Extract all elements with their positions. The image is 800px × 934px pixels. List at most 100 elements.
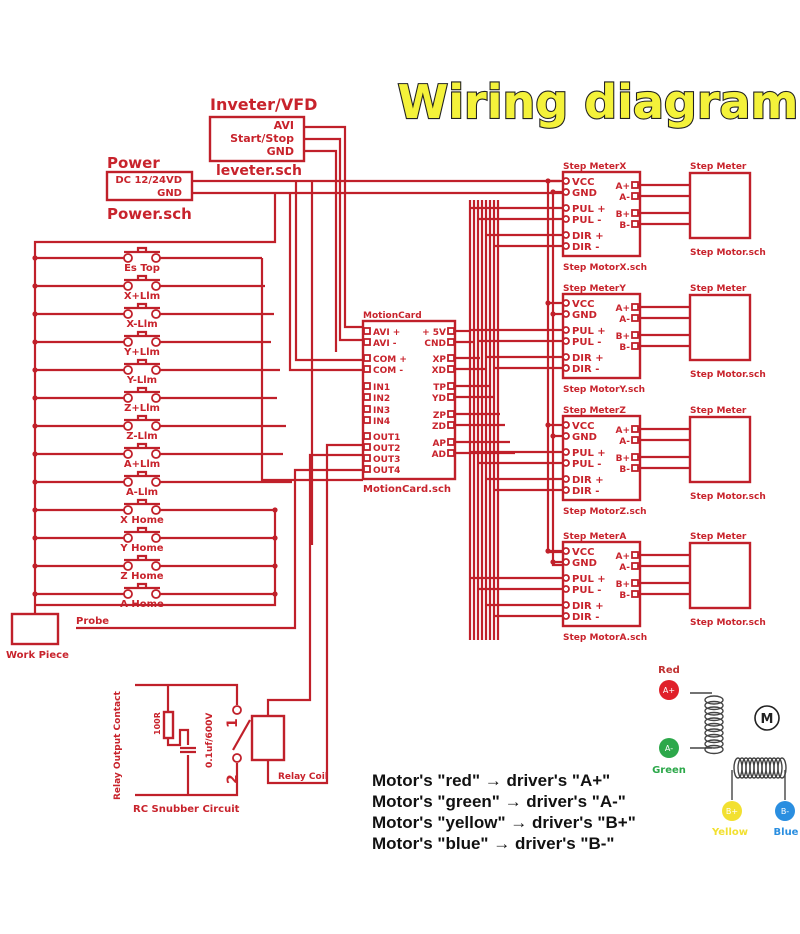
motor-heading: Step Meter bbox=[690, 532, 747, 542]
probe-label: Probe bbox=[76, 616, 109, 627]
legend-line: Motor's "red" → driver's "A+" bbox=[372, 771, 610, 790]
terminal-blue-dot bbox=[775, 801, 795, 821]
driver-left-pin-label: DIR - bbox=[572, 486, 599, 497]
driver-left-pin-label: PUL - bbox=[572, 459, 601, 470]
motion-card-left-pin-label: COM - bbox=[373, 366, 403, 376]
limit-switch: Y-Llm bbox=[32, 358, 161, 386]
motor-heading: Step Meter bbox=[690, 406, 747, 416]
terminal-green-pin: A- bbox=[665, 744, 673, 753]
motor-box bbox=[688, 415, 752, 484]
motor-file: Step Motor.sch bbox=[690, 248, 766, 258]
limit-switch: Z-Llm bbox=[32, 414, 161, 442]
contact-2-label: 2 bbox=[225, 774, 241, 784]
driver-file: Step MotorZ.sch bbox=[563, 507, 647, 517]
driver-left-pin-label: PUL + bbox=[572, 448, 606, 459]
driver-heading: Step MeterZ bbox=[563, 406, 626, 416]
motion-card-left-pin bbox=[363, 465, 371, 473]
driver-left-pin-label: VCC bbox=[572, 547, 594, 558]
driver-file: Step MotorA.sch bbox=[563, 633, 647, 643]
resistor-100r bbox=[162, 710, 175, 740]
motion-card-left-pin-label: OUT4 bbox=[373, 466, 400, 476]
terminal-red-name: Red bbox=[658, 665, 680, 676]
motion-card-left-pin-label: OUT1 bbox=[373, 433, 400, 443]
motion-card-right-pin bbox=[447, 354, 455, 362]
driver-left-pin-label: GND bbox=[572, 310, 597, 321]
motion-card-right-pin-label: XD bbox=[432, 366, 446, 376]
motion-card-left-pin bbox=[363, 327, 371, 335]
motor-heading: Step Meter bbox=[690, 162, 747, 172]
motion-card-right-pin-label: XP bbox=[432, 355, 446, 365]
terminal-yellow-name: Yellow bbox=[711, 827, 748, 838]
driver-left-pin-label: DIR - bbox=[572, 364, 599, 375]
limit-switch: X-Llm bbox=[32, 302, 161, 330]
driver-heading: Step MeterA bbox=[563, 532, 626, 542]
limit-switch: X Home bbox=[32, 498, 164, 526]
driver-right-pin-label: A+ bbox=[615, 304, 630, 314]
motor-symbol-icon bbox=[754, 705, 780, 731]
wire-color-legend: Motor's "red" → driver's "A+" Motor's "gr… bbox=[372, 771, 636, 853]
contact-1-terminal bbox=[232, 705, 242, 715]
driver-left-pin-label: DIR + bbox=[572, 475, 604, 486]
inverter-pin-gnd: GND bbox=[267, 145, 294, 158]
motor-file: Step Motor.sch bbox=[690, 492, 766, 502]
driver-right-pin-label: B- bbox=[619, 591, 630, 601]
driver-left-pin-label: PUL - bbox=[572, 337, 601, 348]
motion-card-right-pin bbox=[447, 365, 455, 373]
terminal-yellow-pin: B+ bbox=[726, 807, 738, 816]
inverter-block: Inveter/VFD AVI Start/Stop GND leveter.s… bbox=[208, 95, 317, 179]
driver-right-pin-label: B+ bbox=[616, 332, 630, 342]
relay-coil-label: Relay Coil bbox=[278, 772, 328, 782]
switch-label: Z-Llm bbox=[126, 431, 157, 442]
limit-switch: A-Llm bbox=[32, 470, 161, 498]
motion-card-right-pin-label: CND bbox=[424, 339, 446, 349]
switch-label: Y Home bbox=[119, 543, 163, 554]
terminal-blue-pin: B- bbox=[781, 807, 789, 816]
resistor-label: 100R bbox=[153, 712, 162, 735]
legend-line: Motor's "yellow" → driver's "B+" bbox=[372, 813, 636, 832]
driver-file: Step MotorX.sch bbox=[563, 263, 647, 273]
switch-label: A-Llm bbox=[126, 487, 158, 498]
motion-card-left-pin-label: AVI + bbox=[373, 328, 400, 338]
power-heading: Power bbox=[107, 154, 160, 172]
inverter-pin-start-stop: Start/Stop bbox=[230, 132, 294, 145]
motion-card-right-pin-label: YD bbox=[431, 394, 446, 404]
power-pin-gnd: GND bbox=[157, 188, 182, 199]
legend-line: Motor's "green" → driver's "A-" bbox=[372, 792, 626, 811]
power-block: Power DC 12/24VD GND Power.sch bbox=[105, 154, 194, 223]
driver-right-pin-label: B+ bbox=[616, 580, 630, 590]
power-box bbox=[105, 170, 194, 202]
motion-card-left-pin bbox=[363, 365, 371, 373]
switch-label: X-Llm bbox=[126, 319, 157, 330]
relay-coil-box bbox=[250, 714, 286, 762]
coil-b-icon bbox=[733, 757, 787, 779]
limit-switch: X+Llm bbox=[32, 274, 161, 302]
motion-card-right-pin bbox=[447, 338, 455, 346]
motion-card-right-pin-label: ZP bbox=[433, 411, 447, 421]
motion-card-right-pin bbox=[447, 421, 455, 429]
motor-file: Step Motor.sch bbox=[690, 370, 766, 380]
power-file: Power.sch bbox=[107, 205, 192, 223]
motion-card-left-pin bbox=[363, 338, 371, 346]
motion-card-right-pin bbox=[447, 449, 455, 457]
inverter-file: leveter.sch bbox=[216, 163, 302, 179]
motion-card-left-pin-label: OUT2 bbox=[373, 444, 400, 454]
switch-label: X+Llm bbox=[124, 291, 160, 302]
switch-label: Y-Llm bbox=[126, 375, 157, 386]
motion-card-left-pin-label: OUT3 bbox=[373, 455, 400, 465]
driver-left-pin-label: PUL - bbox=[572, 585, 601, 596]
motor-box bbox=[688, 293, 752, 362]
driver-left-pin-label: DIR + bbox=[572, 601, 604, 612]
capacitor-label: 0.1uf/600V bbox=[205, 713, 215, 768]
motor-heading: Step Meter bbox=[690, 284, 747, 294]
rc-snubber-circuit: Relay Output Contact 100R 0.1uf/600V 1 2… bbox=[113, 443, 363, 815]
driver-right-pin-label: A+ bbox=[615, 182, 630, 192]
motion-card-left-pin bbox=[363, 382, 371, 390]
terminal-green-name: Green bbox=[652, 765, 686, 776]
inverter-pin-avi: AVI bbox=[274, 119, 294, 132]
motor-symbol-label: M bbox=[761, 712, 774, 727]
limit-switch: A+Llm bbox=[32, 442, 161, 470]
